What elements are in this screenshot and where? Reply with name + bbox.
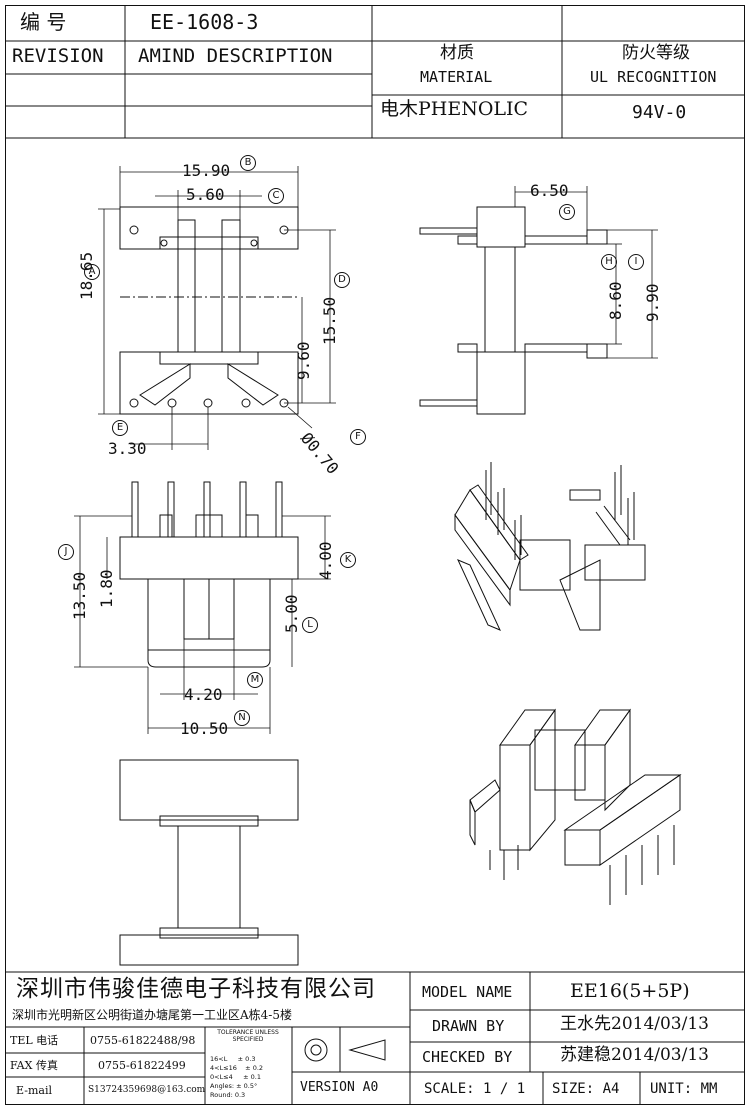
ul-value: 94V-0 xyxy=(632,102,687,123)
callout-g: G xyxy=(559,204,575,220)
dim-m: 4.20 xyxy=(184,685,223,704)
unit-label: UNIT: MM xyxy=(650,1081,718,1097)
material-label-cn: 材质 xyxy=(440,43,474,63)
callout-d: D xyxy=(334,272,350,288)
callout-c: C xyxy=(268,188,284,204)
tolerance-row: Round: 0.3 xyxy=(210,1091,246,1099)
callout-j: J xyxy=(58,544,74,560)
drawn-by-value: 王水先2014/03/13 xyxy=(560,1014,709,1034)
ul-label-cn: 防火等级 xyxy=(622,43,690,63)
tolerance-row: 0<L≤4 ± 0.1 xyxy=(210,1073,261,1081)
dim-i: 9.90 xyxy=(643,283,662,322)
version-label: VERSION A0 xyxy=(300,1080,379,1095)
dim-d: 15.50 xyxy=(320,296,339,345)
drawing-sheet xyxy=(5,5,745,1105)
callout-l: L xyxy=(302,617,318,633)
checked-by-value: 苏建稳2014/03/13 xyxy=(560,1045,709,1065)
tel-label: TEL 电话 xyxy=(10,1034,59,1047)
callout-k: K xyxy=(340,552,356,568)
fax-label: FAX 传真 xyxy=(10,1059,58,1072)
callout-n: N xyxy=(234,710,250,726)
dim-h: 8.60 xyxy=(606,281,625,320)
dim-c: 5.60 xyxy=(186,185,225,204)
dim-g: 6.50 xyxy=(530,181,569,200)
dim-j2: 1.80 xyxy=(97,569,116,608)
tolerance-row: 4<L≤16 ± 0.2 xyxy=(210,1064,264,1072)
material-value: 电木PHENOLIC xyxy=(380,98,529,120)
tolerance-row: 16<L ± 0.3 xyxy=(210,1055,256,1063)
drawn-by-label: DRAWN BY xyxy=(432,1017,505,1035)
dim-960: 9.60 xyxy=(294,341,313,380)
email-value: S13724359698@163.com xyxy=(88,1085,206,1095)
email-label: E-mail xyxy=(16,1084,52,1097)
company-name: 深圳市伟骏佳德电子科技有限公司 xyxy=(16,976,376,1002)
dim-e: 3.30 xyxy=(108,439,147,458)
size-label: SIZE: A4 xyxy=(552,1081,620,1097)
callout-h: H xyxy=(601,254,617,270)
tel-value: 0755-61822488/98 xyxy=(90,1034,196,1047)
material-label-en: MATERIAL xyxy=(420,68,493,86)
tolerance-row: Angles: ± 0.5° xyxy=(210,1082,258,1090)
dim-b: 15.90 xyxy=(182,161,231,180)
callout-b: B xyxy=(240,155,256,171)
fax-value: 0755-61822499 xyxy=(98,1059,186,1072)
dim-k: 4.00 xyxy=(316,541,335,580)
model-name-label: MODEL NAME xyxy=(422,983,513,1001)
revision-label: REVISION xyxy=(12,45,104,67)
company-address: 深圳市光明新区公明街道办塘尾第一工业区A栋4-5楼 xyxy=(12,1008,292,1022)
dim-j: 13.50 xyxy=(70,571,89,620)
callout-f: F xyxy=(350,429,366,445)
callout-a: A xyxy=(84,264,100,280)
ul-label-en: UL RECOGNITION xyxy=(590,68,717,86)
scale-label: SCALE: 1 / 1 xyxy=(424,1081,526,1097)
callout-e: E xyxy=(112,420,128,436)
part-number: EE-1608-3 xyxy=(150,10,259,34)
callout-m: M xyxy=(247,672,263,688)
amend-description-label: AMIND DESCRIPTION xyxy=(138,45,333,67)
model-name-value: EE16(5+5P) xyxy=(570,980,690,1002)
number-label: 编 号 xyxy=(20,10,67,34)
callout-i: I xyxy=(628,254,644,270)
tolerance-title: TOLERANCE UNLESS SPECIFIED xyxy=(217,1029,279,1043)
checked-by-label: CHECKED BY xyxy=(422,1048,513,1066)
dim-n: 10.50 xyxy=(180,719,229,738)
dim-l: 5.00 xyxy=(282,594,301,633)
